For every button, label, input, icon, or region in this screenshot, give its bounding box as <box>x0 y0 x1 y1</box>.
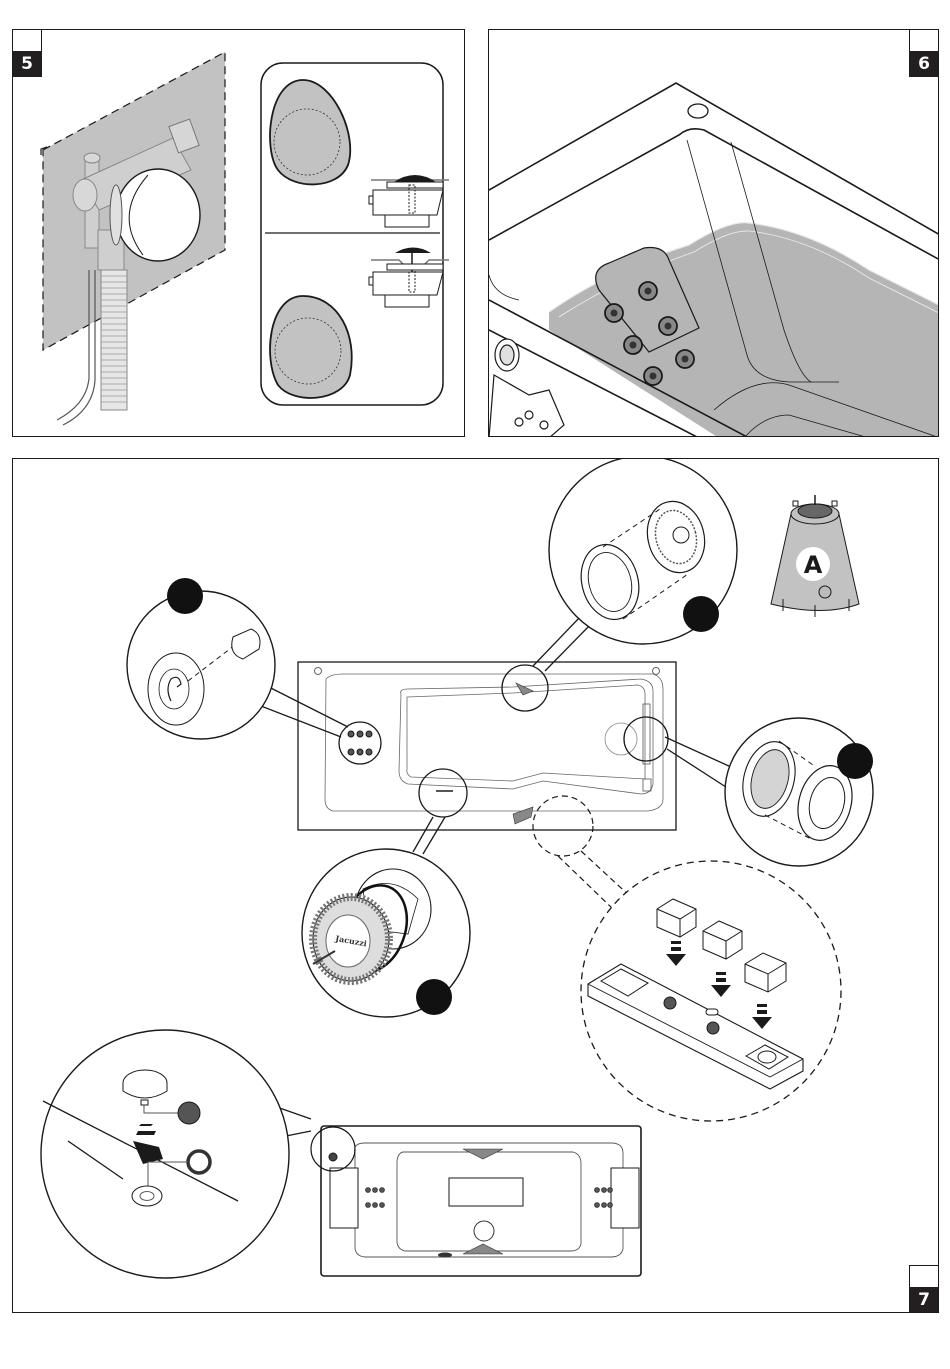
step-tab-blank <box>909 30 938 51</box>
plug-open-top-view <box>269 79 352 186</box>
corrugated-hose <box>100 269 128 411</box>
tub-top-view-2 <box>310 1125 642 1277</box>
water-surface <box>549 222 938 436</box>
overflow-cover <box>109 168 201 262</box>
step-7-illustration: A Jacuzzi <box>40 459 874 1279</box>
plug-section-open <box>368 175 449 228</box>
tool-label-badge <box>796 547 830 581</box>
step-tab-5: 5 <box>13 30 42 77</box>
arrow-down-icon <box>133 1124 163 1164</box>
step-marker-dot <box>837 743 873 779</box>
panel-step-6: 6 <box>488 29 939 437</box>
step-6-illustration <box>489 82 938 436</box>
step-marker-dot <box>167 578 203 614</box>
tub-rim-outer <box>489 82 938 235</box>
step-tab-7: 7 <box>909 1265 938 1312</box>
callout-side-jet-ring <box>532 459 738 672</box>
callout-ring-filter <box>418 768 468 818</box>
button-cap-1 <box>656 898 697 938</box>
tub-rim-inner <box>489 128 938 260</box>
callout-ring-control-panel <box>532 795 594 857</box>
step-number: 7 <box>909 1287 938 1312</box>
panel-step-5: 5 <box>12 29 465 437</box>
step-tab-6: 6 <box>909 30 938 77</box>
step-tab-blank <box>13 30 42 51</box>
step-marker-dot <box>683 596 719 632</box>
step-number: 6 <box>909 51 938 77</box>
jet-panel <box>595 246 700 386</box>
overflow-hole <box>687 103 709 119</box>
tool-a: A <box>770 495 860 617</box>
pump-equipment <box>489 338 565 436</box>
callout-ring-side-jet-top <box>501 664 549 712</box>
button-cap-3 <box>744 952 787 993</box>
button-cap-2 <box>702 920 743 960</box>
plug-key-profile-icon <box>177 1101 201 1125</box>
socket-key-profile-icon <box>186 1149 212 1175</box>
callout-suction-filter: Jacuzzi <box>301 816 471 1018</box>
plug-closed-top-view <box>269 295 353 399</box>
callout-control-panel <box>557 850 842 1122</box>
callout-light-cap-install <box>40 1029 312 1279</box>
callout-jet-cover-fitting <box>126 578 349 740</box>
panel-step-7: A Jacuzzi <box>12 458 939 1313</box>
arrow-down-icon <box>666 941 686 966</box>
arrow-down-icon <box>752 1004 772 1029</box>
step-5-illustration <box>40 50 449 426</box>
step-marker-dot <box>416 979 452 1015</box>
plug-section-closed <box>368 247 449 308</box>
callout-light-cap <box>664 717 874 867</box>
tool-label: A <box>804 551 823 579</box>
callout-ring-headrest-jets <box>338 721 382 765</box>
step-number: 5 <box>13 51 42 77</box>
arrow-down-icon <box>711 972 731 997</box>
step-tab-blank <box>909 1265 938 1287</box>
